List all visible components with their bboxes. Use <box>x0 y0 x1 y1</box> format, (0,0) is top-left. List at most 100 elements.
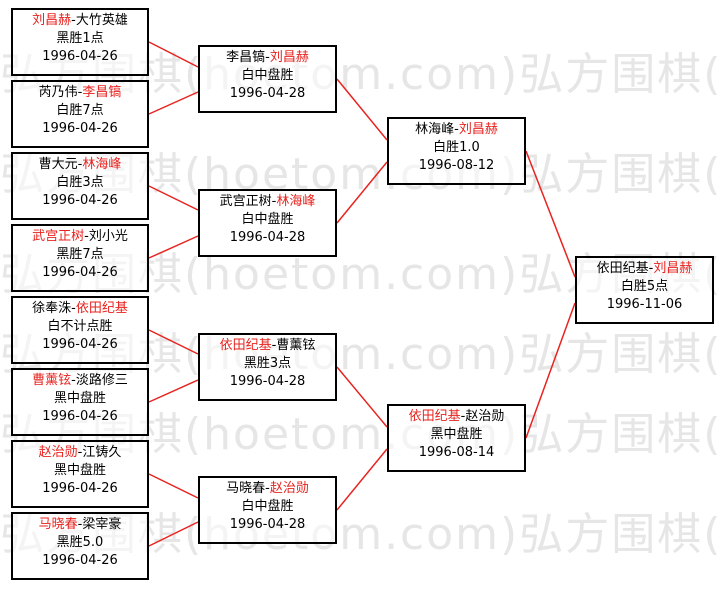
connector-line <box>525 150 576 278</box>
date: 1996-08-12 <box>418 158 495 173</box>
match-r1-8: 马晓春-梁宰豪 黑胜5.0 1996-04-26 <box>11 512 149 580</box>
date: 1996-04-26 <box>42 49 118 64</box>
result: 黑胜1点 <box>56 31 104 46</box>
result: 黑中盘胜 <box>53 391 106 406</box>
player-2: 大竹英雄 <box>75 13 128 28</box>
match-r1-5: 徐奉洙-依田纪基 白不计点胜 1996-04-26 <box>11 296 149 364</box>
result: 白胜1.0 <box>433 140 480 155</box>
players: 依田纪基-赵治勋 <box>408 409 505 424</box>
player-2: 曹薰铉 <box>276 338 316 353</box>
result: 白胜5点 <box>620 279 669 294</box>
players: 赵治勋-江铸久 <box>38 445 122 460</box>
date: 1996-11-06 <box>606 297 683 312</box>
date: 1996-04-28 <box>229 517 306 532</box>
date: 1996-04-26 <box>42 193 118 208</box>
player-1: 徐奉洙 <box>32 301 72 316</box>
date: 1996-04-28 <box>229 374 306 389</box>
player-2: 淡路修三 <box>75 373 128 388</box>
connector-line <box>148 379 199 403</box>
player-1: 武宫正树 <box>219 194 272 209</box>
date: 1996-04-26 <box>42 121 118 136</box>
player-1: 曹薰铉 <box>32 373 72 388</box>
connector-line <box>148 41 199 68</box>
date: 1996-04-28 <box>229 230 306 245</box>
result: 白中盘胜 <box>241 499 294 514</box>
connector-line <box>148 235 199 259</box>
player-1: 曹大元 <box>38 157 78 172</box>
connector-line <box>336 78 388 141</box>
players: 马晓春-赵治勋 <box>226 481 309 496</box>
player-2: 赵治勋 <box>465 409 505 424</box>
match-r2-3: 依田纪基-曹薰铉 黑胜3点 1996-04-28 <box>198 333 337 401</box>
match-r1-7: 赵治勋-江铸久 黑中盘胜 1996-04-26 <box>11 440 149 508</box>
connector-line <box>148 473 199 499</box>
result: 黑胜7点 <box>56 247 104 262</box>
players: 徐奉洙-依田纪基 <box>32 301 128 316</box>
date: 1996-04-28 <box>229 86 306 101</box>
players: 武宫正树-刘小光 <box>32 229 128 244</box>
player-1: 马晓春 <box>38 517 78 532</box>
player-1: 芮乃伟 <box>38 85 78 100</box>
players: 依田纪基-刘昌赫 <box>596 261 693 276</box>
result: 黑中盘胜 <box>53 463 106 478</box>
connector-line <box>148 521 199 547</box>
connector-line <box>148 91 199 115</box>
player-1: 马晓春 <box>226 481 266 496</box>
date: 1996-04-26 <box>42 337 118 352</box>
players: 曹薰铉-淡路修三 <box>32 373 128 388</box>
player-2: 刘昌赫 <box>653 261 693 276</box>
player-1: 依田纪基 <box>408 409 461 424</box>
player-1: 赵治勋 <box>38 445 78 460</box>
player-2: 林海峰 <box>276 194 316 209</box>
date: 1996-04-26 <box>42 481 118 496</box>
players: 马晓春-梁宰豪 <box>38 517 122 532</box>
result: 白中盘胜 <box>241 68 294 83</box>
player-1: 武宫正树 <box>32 229 85 244</box>
result: 黑胜3点 <box>243 356 292 371</box>
players: 武宫正树-林海峰 <box>219 194 316 209</box>
match-final: 依田纪基-刘昌赫 白胜5点 1996-11-06 <box>575 256 714 324</box>
players: 林海峰-刘昌赫 <box>415 122 498 137</box>
player-2: 梁宰豪 <box>82 517 122 532</box>
result: 白胜7点 <box>56 103 104 118</box>
result: 白胜3点 <box>56 175 104 190</box>
result: 白不计点胜 <box>47 319 113 334</box>
connector-line <box>336 366 388 428</box>
players: 芮乃伟-李昌镐 <box>38 85 122 100</box>
date: 1996-08-14 <box>418 445 495 460</box>
player-1: 依田纪基 <box>219 338 272 353</box>
connector-line <box>148 185 199 211</box>
players: 刘昌赫-大竹英雄 <box>32 13 128 28</box>
connector-line <box>148 329 199 355</box>
match-r2-4: 马晓春-赵治勋 白中盘胜 1996-04-28 <box>198 476 337 544</box>
match-r1-2: 芮乃伟-李昌镐 白胜7点 1996-04-26 <box>11 80 149 148</box>
result: 白中盘胜 <box>241 212 294 227</box>
player-2: 刘昌赫 <box>458 122 498 137</box>
player-1: 依田纪基 <box>596 261 649 276</box>
players: 依田纪基-曹薰铉 <box>219 338 316 353</box>
connector-line <box>336 448 388 511</box>
match-r3-2: 依田纪基-赵治勋 黑中盘胜 1996-08-14 <box>387 404 526 472</box>
date: 1996-04-26 <box>42 553 118 568</box>
date: 1996-04-26 <box>42 265 118 280</box>
match-r2-2: 武宫正树-林海峰 白中盘胜 1996-04-28 <box>198 189 337 257</box>
player-2: 江铸久 <box>82 445 122 460</box>
player-1: 李昌镐 <box>226 50 266 65</box>
connector-line <box>336 161 388 224</box>
players: 曹大元-林海峰 <box>38 157 122 172</box>
match-r3-1: 林海峰-刘昌赫 白胜1.0 1996-08-12 <box>387 117 526 185</box>
connector-line <box>525 302 576 439</box>
match-r2-1: 李昌镐-刘昌赫 白中盘胜 1996-04-28 <box>198 45 337 113</box>
match-r1-6: 曹薰铉-淡路修三 黑中盘胜 1996-04-26 <box>11 368 149 436</box>
player-1: 刘昌赫 <box>32 13 72 28</box>
player-2: 林海峰 <box>82 157 122 172</box>
date: 1996-04-26 <box>42 409 118 424</box>
result: 黑中盘胜 <box>430 427 483 442</box>
players: 李昌镐-刘昌赫 <box>226 50 309 65</box>
result: 黑胜5.0 <box>56 535 104 550</box>
player-1: 林海峰 <box>415 122 455 137</box>
match-r1-3: 曹大元-林海峰 白胜3点 1996-04-26 <box>11 152 149 220</box>
player-2: 李昌镐 <box>82 85 122 100</box>
match-r1-4: 武宫正树-刘小光 黑胜7点 1996-04-26 <box>11 224 149 292</box>
